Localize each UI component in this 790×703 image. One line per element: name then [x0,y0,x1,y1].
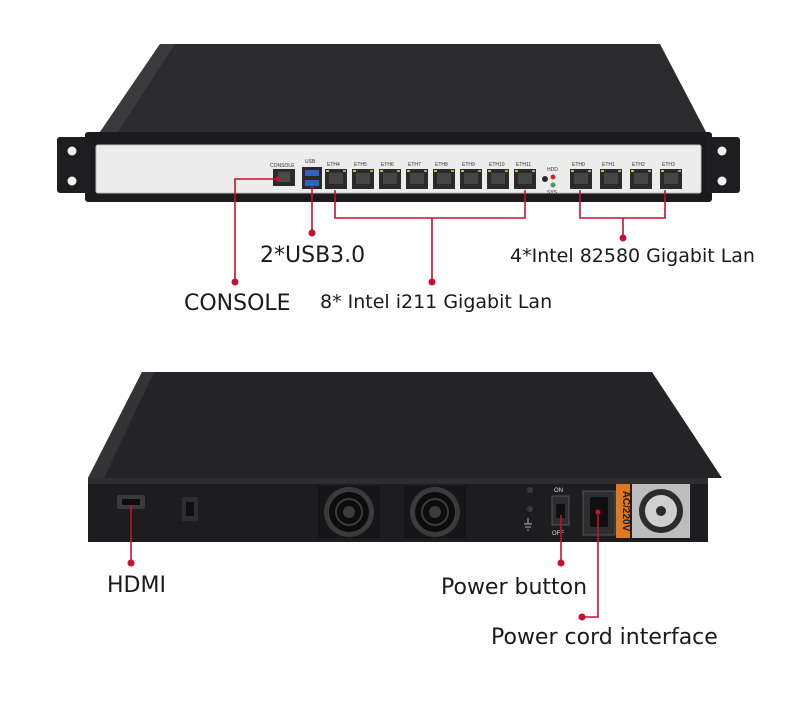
power-switch: ON OFF [551,488,570,537]
psu-rating-label: AC/220V [616,484,631,538]
eth-port-label: ETH10 [489,162,505,168]
eth-port: ETH8 [433,162,455,189]
eth-port-label: ETH8 [435,162,448,168]
eth-port: ETH4 [325,162,347,189]
usb-callout: 2*USB3.0 [260,243,366,268]
fan-left [318,486,380,538]
front-callout-dots [231,176,627,286]
switch-on-label: ON [554,488,563,494]
psu-rating-text: AC/220V [620,491,631,532]
power-cord-callout: Power cord interface [491,625,718,650]
eth-port-label: ETH1 [602,162,615,168]
hdmi-callout: HDMI [107,573,166,598]
eth-ports-group-b: ETH0 ETH1 ETH2 ETH3 [570,162,682,189]
intel-i211-callout: 8* Intel i211 Gigabit Lan [320,291,553,313]
status-leds: HDD SYS [542,167,558,196]
eth-ports-group-a: ETH4 ETH5 ETH6 ETH7 ETH8 ETH9 ETH10 ETH11 [325,162,536,189]
eth-port: ETH7 [406,162,428,189]
console-port-label: CONSOLE [270,163,295,169]
intel-82580-callout: 4*Intel 82580 Gigabit Lan [510,245,755,267]
front-callout-lines [234,178,666,282]
eth-port-label: ETH6 [381,162,394,168]
psu-fan [632,484,690,538]
eth-port: ETH0 [570,162,592,189]
eth-port-label: ETH0 [572,162,585,168]
eth-port: ETH9 [460,162,482,189]
eth-port-label: ETH9 [462,162,475,168]
dc-jack [182,497,198,521]
hdmi-port [117,495,145,509]
eth-port-label: ETH3 [662,162,675,168]
eth-port-label: ETH11 [516,162,531,168]
eth-port-label: ETH5 [354,162,367,168]
power-button-callout: Power button [441,575,588,600]
rear-callout-lines [130,505,599,618]
usb-ports: USB [302,159,322,189]
eth-port: ETH1 [600,162,622,189]
eth-port: ETH10 [487,162,509,189]
eth-port: ETH3 [660,162,682,189]
console-callout: CONSOLE [184,291,291,316]
console-port: CONSOLE [270,163,295,186]
eth-port-label: ETH7 [408,162,421,168]
eth-port-label: ETH4 [327,162,340,168]
eth-port-label: ETH2 [632,162,645,168]
switch-off-label: OFF [552,531,564,537]
rear-callout-dots [127,509,601,621]
usb-port-label: USB [305,159,316,165]
fan-right [404,486,466,538]
eth-port: ETH2 [630,162,652,189]
eth-port: ETH6 [379,162,401,189]
eth-port: ETH5 [352,162,374,189]
eth-port: ETH11 [514,162,536,189]
sys-led-label: SYS [547,190,558,196]
ground-screw [524,487,533,531]
hdd-led-label: HDD [547,167,558,173]
